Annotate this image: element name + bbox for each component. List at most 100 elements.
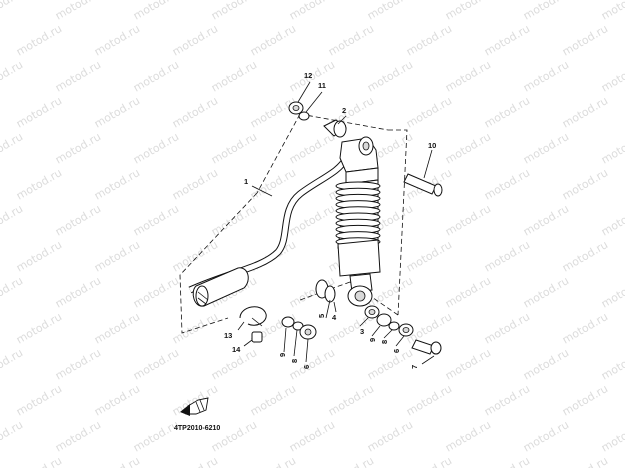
watermark-text: motod.ru xyxy=(209,58,259,94)
watermark-text: motod.ru xyxy=(599,418,625,454)
callout-8b: 8 xyxy=(290,359,299,363)
watermark-text: motod.ru xyxy=(521,130,571,166)
shock-lower-body xyxy=(337,239,381,307)
part-10-bolt xyxy=(403,173,443,197)
watermark-text: motod.ru xyxy=(170,238,220,274)
watermark-text: motod.ru xyxy=(560,22,610,58)
watermark-text: motod.ru xyxy=(14,310,64,346)
watermark-text: motod.ru xyxy=(521,0,571,23)
watermark-text: motod.ru xyxy=(131,0,181,23)
part-1-hose xyxy=(188,156,350,307)
part-11-12-nut-washer xyxy=(288,101,310,121)
watermark-text: motod.ru xyxy=(443,274,493,310)
watermark-text: motod.ru xyxy=(443,202,493,238)
watermark-text: motod.ru xyxy=(92,310,142,346)
watermark-text: motod.ru xyxy=(560,238,610,274)
shock-spring xyxy=(335,179,381,249)
watermark-text: motod.ru xyxy=(53,274,103,310)
watermark-text: motod.ru xyxy=(248,22,298,58)
part-4-5-rings xyxy=(315,279,336,303)
watermark-text: motod.ru xyxy=(92,22,142,58)
watermark-text: motod.ru xyxy=(365,0,415,23)
watermark-text: motod.ru xyxy=(482,382,532,418)
watermark-text: motod.ru xyxy=(92,382,142,418)
watermark-text: motod.ru xyxy=(482,310,532,346)
callout-6a: 6 xyxy=(392,349,401,353)
watermark-text: motod.ru xyxy=(560,166,610,202)
watermark-text: motod.ru xyxy=(92,166,142,202)
watermark-text: motod.ru xyxy=(482,94,532,130)
callout-11: 11 xyxy=(318,81,326,90)
watermark-text: motod.ru xyxy=(404,22,454,58)
watermark-text: motod.ru xyxy=(365,418,415,454)
watermark-text: motod.ru xyxy=(443,0,493,23)
watermark-text: motod.ru xyxy=(0,202,25,238)
watermark-text: motod.ru xyxy=(365,274,415,310)
watermark-text: motod.ru xyxy=(560,94,610,130)
watermark-text: motod.ru xyxy=(599,0,625,23)
callout-5: 5 xyxy=(317,314,326,318)
watermark-text: motod.ru xyxy=(170,22,220,58)
left-hardware xyxy=(281,316,317,340)
watermark-text: motod.ru xyxy=(131,130,181,166)
front-arrow-icon xyxy=(180,397,209,416)
watermark-text: motod.ru xyxy=(482,22,532,58)
watermark-text: motod.ru xyxy=(404,382,454,418)
callout-1: 1 xyxy=(244,177,248,186)
callout-13: 13 xyxy=(224,331,232,340)
callout-4: 4 xyxy=(332,313,337,322)
watermark-text: motod.ru xyxy=(287,0,337,23)
callout-6b: 6 xyxy=(302,365,311,369)
watermark-text: motod.ru xyxy=(443,130,493,166)
watermark-text: motod.ru xyxy=(482,166,532,202)
watermark-text: motod.ru xyxy=(53,58,103,94)
watermark-text: motod.ru xyxy=(53,0,103,23)
watermark-text: motod.ru xyxy=(599,58,625,94)
watermark-text: motod.ru xyxy=(482,238,532,274)
watermark-text: motod.ru xyxy=(92,238,142,274)
watermark-text: motod.ru xyxy=(248,454,298,468)
watermark-text: motod.ru xyxy=(53,418,103,454)
watermark-text: motod.ru xyxy=(521,346,571,382)
part-13-clamp xyxy=(239,306,267,327)
watermark-text: motod.ru xyxy=(14,94,64,130)
watermark-text: motod.ru xyxy=(0,0,25,23)
watermark-text: motod.ru xyxy=(287,202,337,238)
watermark-text: motod.ru xyxy=(14,166,64,202)
watermark-text: motod.ru xyxy=(14,238,64,274)
watermark-text: motod.ru xyxy=(0,274,25,310)
callout-12: 12 xyxy=(304,71,312,80)
watermark-text: motod.ru xyxy=(287,418,337,454)
callout-8a: 8 xyxy=(380,340,389,344)
watermark-text: motod.ru xyxy=(404,454,454,468)
watermark-text: motod.ru xyxy=(599,130,625,166)
watermark-text: motod.ru xyxy=(326,454,376,468)
watermark-text: motod.ru xyxy=(521,58,571,94)
watermark-text: motod.ru xyxy=(443,418,493,454)
watermark-text: motod.ru xyxy=(170,166,220,202)
part-14-cap xyxy=(251,331,263,343)
callout-9a: 9 xyxy=(368,338,377,342)
watermark-text: motod.ru xyxy=(248,382,298,418)
watermark-text: motod.ru xyxy=(404,94,454,130)
watermark-text: motod.ru xyxy=(209,202,259,238)
watermark-text: motod.ru xyxy=(0,58,25,94)
watermark-text: motod.ru xyxy=(482,454,532,468)
watermark-text: motod.ru xyxy=(53,202,103,238)
watermark-text: motod.ru xyxy=(131,202,181,238)
callout-14: 14 xyxy=(232,345,241,354)
watermark-text: motod.ru xyxy=(92,454,142,468)
callout-7: 7 xyxy=(410,365,419,369)
leader-lines xyxy=(237,81,435,365)
watermark-text: motod.ru xyxy=(131,346,181,382)
part-2-bushing xyxy=(323,119,347,138)
watermark-text: motod.ru xyxy=(560,310,610,346)
watermark-text: motod.ru xyxy=(521,418,571,454)
watermark-text: motod.ru xyxy=(404,238,454,274)
watermark-text: motod.ru xyxy=(365,58,415,94)
watermark-text: motod.ru xyxy=(443,58,493,94)
lower-hardware xyxy=(364,305,442,355)
watermark-text: motod.ru xyxy=(14,454,64,468)
callout-labels: 1 2 3 4 5 6 6 7 8 8 9 9 10 11 12 13 14 xyxy=(224,71,436,369)
